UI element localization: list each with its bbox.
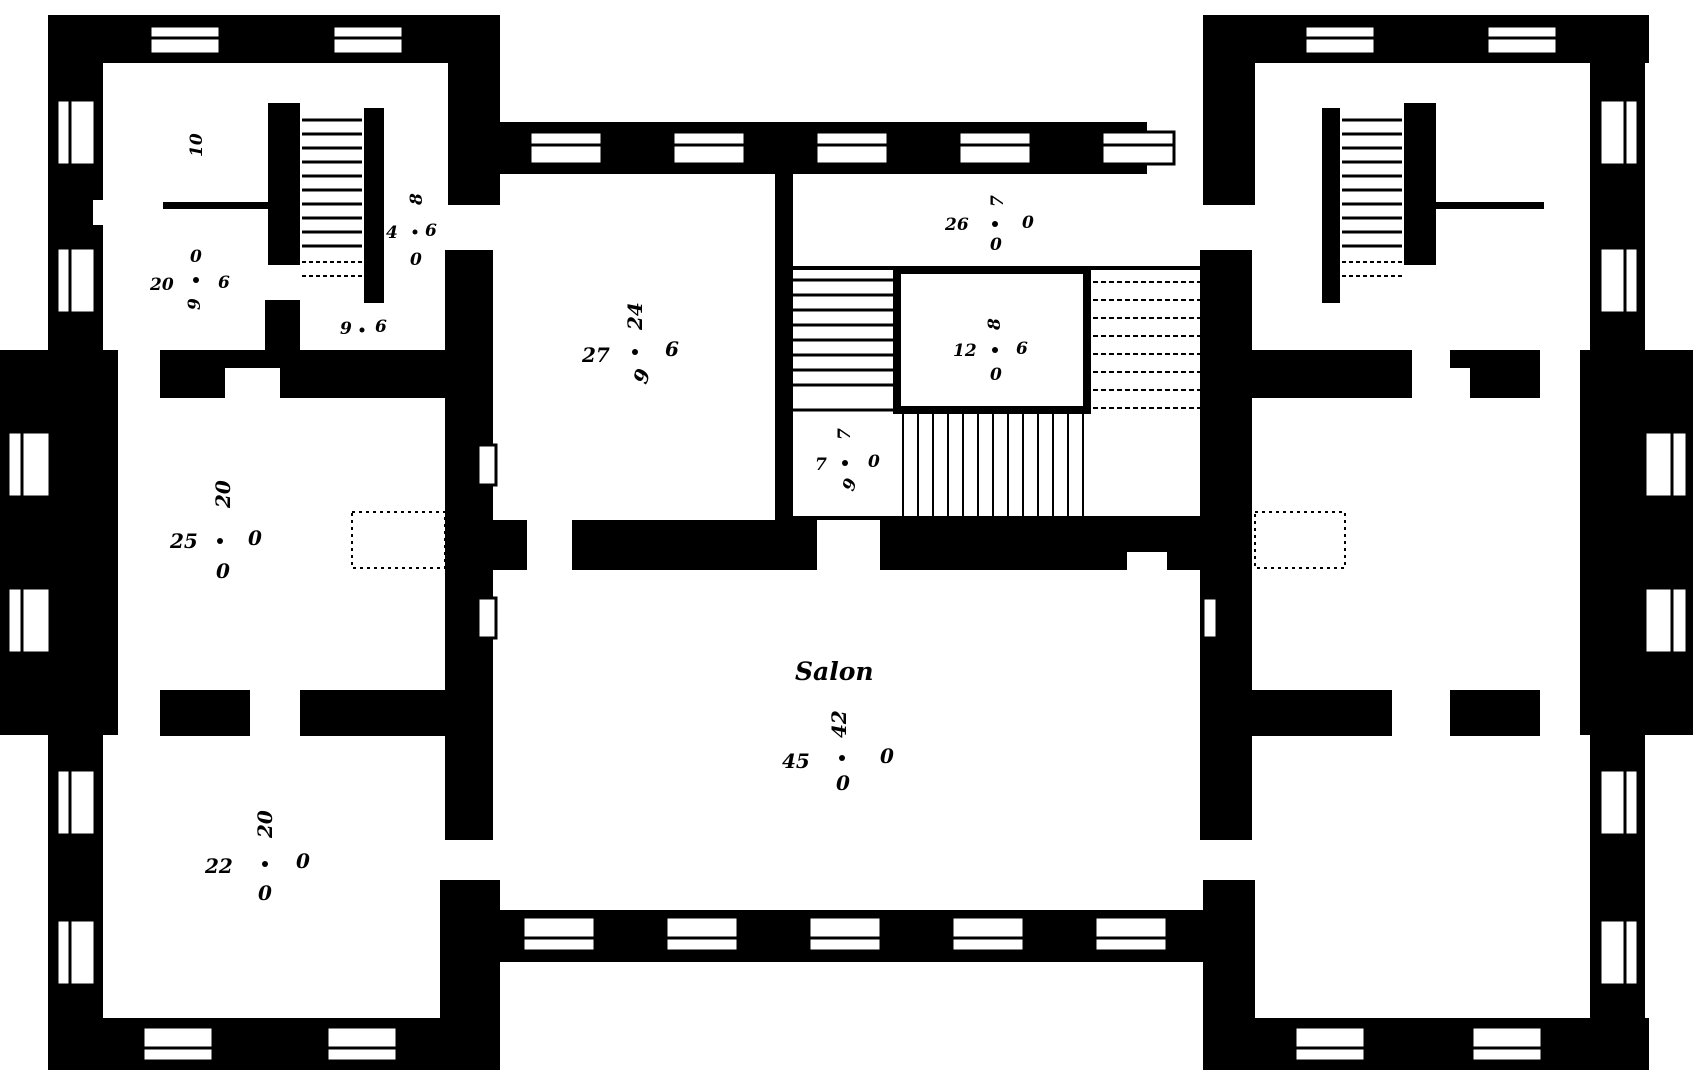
window bbox=[325, 1025, 399, 1063]
landing-depth: 7 bbox=[835, 428, 855, 440]
salon-label: Salon bbox=[795, 657, 874, 686]
window bbox=[476, 443, 498, 487]
window bbox=[1201, 596, 1219, 640]
stair-nw-width: 9 bbox=[340, 319, 352, 339]
well-depth: 8 bbox=[985, 318, 1005, 331]
room-sw-depth: 20 bbox=[253, 810, 277, 839]
window bbox=[814, 130, 890, 166]
windows bbox=[6, 24, 1689, 1063]
room-sw-width-inches: 0 bbox=[296, 849, 310, 873]
window bbox=[55, 246, 97, 315]
hall-depth: 7 bbox=[988, 195, 1008, 207]
room-nw-width: 20 bbox=[149, 275, 174, 295]
window bbox=[1643, 586, 1689, 655]
window bbox=[476, 596, 498, 640]
window bbox=[1293, 1025, 1367, 1063]
landing-width: 7 bbox=[815, 455, 827, 475]
landing-depth-inches: 9 bbox=[839, 476, 862, 494]
window bbox=[957, 130, 1033, 166]
window bbox=[1598, 918, 1640, 987]
well-width: 12 bbox=[953, 341, 977, 361]
window bbox=[1485, 24, 1559, 56]
window bbox=[1598, 246, 1640, 315]
window bbox=[528, 130, 604, 166]
well-depth-inches: 0 bbox=[990, 365, 1002, 385]
room-nw-width-inches: 6 bbox=[218, 273, 230, 293]
room-labels: Salon 45 0 42 0 20 6 9 0 10 4 6 8 0 9 6 … bbox=[149, 133, 1034, 905]
walls bbox=[0, 15, 1693, 1070]
room-sw-depth-inches: 0 bbox=[258, 881, 272, 905]
salon-width: 45 bbox=[782, 749, 810, 773]
hall-width: 26 bbox=[944, 215, 969, 235]
dimension-dots bbox=[193, 221, 998, 867]
window bbox=[331, 24, 405, 56]
window bbox=[55, 918, 97, 987]
stair-nw-width-inches: 6 bbox=[375, 317, 387, 337]
hall-depth-inches: 0 bbox=[990, 235, 1002, 255]
window bbox=[55, 768, 97, 837]
passage-width-inches: 6 bbox=[425, 221, 437, 241]
door-recesses bbox=[225, 368, 1470, 736]
window bbox=[6, 430, 52, 499]
window bbox=[148, 24, 222, 56]
window bbox=[671, 130, 747, 166]
passage-width: 4 bbox=[386, 223, 398, 243]
passage-depth: 8 bbox=[407, 193, 427, 206]
window bbox=[141, 1025, 215, 1063]
stair-northeast bbox=[1322, 103, 1544, 303]
window bbox=[1093, 915, 1169, 953]
window bbox=[807, 915, 883, 953]
well-width-inches: 6 bbox=[1016, 339, 1028, 359]
hearths bbox=[351, 511, 1346, 569]
room-n-depth-inches: 9 bbox=[628, 365, 655, 386]
room-nw-depth-inches: 0 bbox=[190, 247, 202, 267]
passage-depth-inches: 0 bbox=[410, 250, 422, 270]
room-nw-small: 10 bbox=[187, 133, 207, 157]
room-w-depth-inches: 0 bbox=[216, 559, 230, 583]
window bbox=[1643, 430, 1689, 499]
room-nw-depth: 9 bbox=[185, 298, 205, 310]
room-w-width: 25 bbox=[169, 529, 198, 553]
salon-depth-inches: 0 bbox=[836, 771, 850, 795]
window bbox=[1470, 1025, 1544, 1063]
hall-width-inches: 0 bbox=[1022, 213, 1034, 233]
salon-width-inches: 0 bbox=[880, 744, 894, 768]
window bbox=[1598, 768, 1640, 837]
window bbox=[1598, 98, 1640, 167]
window bbox=[664, 915, 740, 953]
window bbox=[1303, 24, 1377, 56]
salon-depth: 42 bbox=[827, 710, 851, 738]
window bbox=[6, 586, 52, 655]
window bbox=[521, 915, 597, 953]
room-n-width-inches: 6 bbox=[665, 337, 679, 361]
stair-northwest bbox=[163, 103, 384, 303]
room-n-width: 27 bbox=[581, 343, 610, 367]
room-sw-width: 22 bbox=[204, 854, 233, 878]
window bbox=[1100, 130, 1176, 166]
grand-staircase bbox=[793, 266, 1200, 520]
window bbox=[950, 915, 1026, 953]
room-w-width-inches: 0 bbox=[248, 526, 262, 550]
window bbox=[55, 98, 97, 167]
room-n-depth: 24 bbox=[623, 302, 647, 331]
room-w-depth: 20 bbox=[211, 480, 235, 509]
landing-width-inches: 0 bbox=[868, 452, 880, 472]
openings bbox=[93, 120, 1580, 880]
